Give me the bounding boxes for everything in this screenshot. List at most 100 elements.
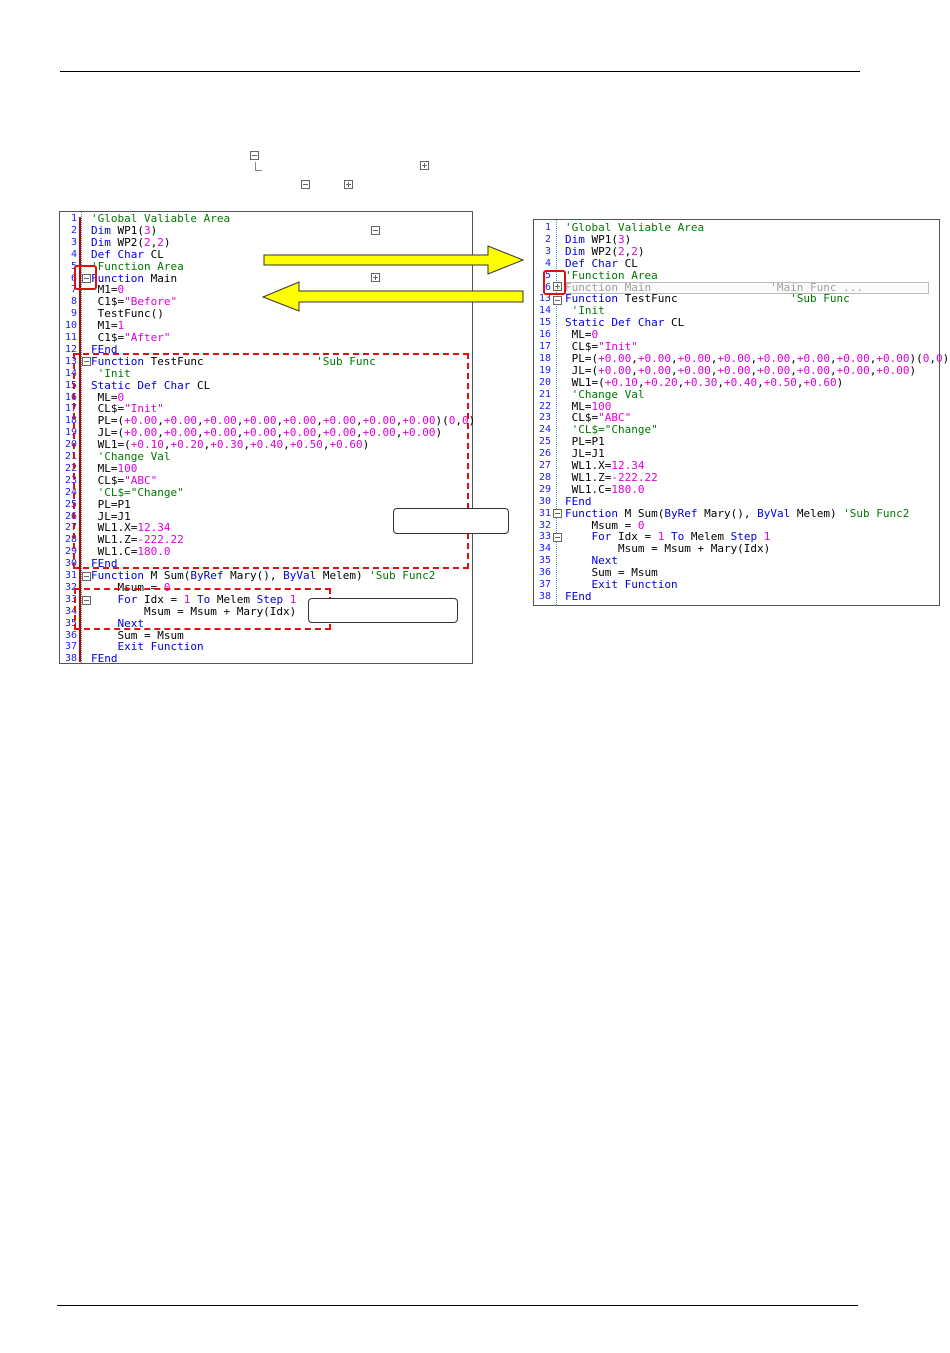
code-text: ML=0 [91, 391, 125, 404]
code-token: ) [942, 351, 950, 365]
code-token: Def Char [565, 256, 618, 270]
code-line: 17 CL$="Init" [60, 403, 472, 415]
fold-toggle-collapse-icon[interactable] [82, 596, 91, 605]
line-number: 3 [544, 245, 551, 257]
code-token: ) [909, 363, 917, 377]
code-token: 'Function Area [91, 259, 184, 273]
code-text: 'CL$="Change" [91, 486, 184, 499]
fold-toggle-collapse-icon[interactable] [82, 357, 91, 366]
code-line: 32 Msum = 0 [534, 519, 939, 532]
fold-toggle-collapse-icon[interactable] [553, 296, 562, 305]
code-token: +0.00 [796, 351, 830, 365]
code-token: +0.00 [402, 414, 436, 428]
code-token: TestFunc [617, 292, 791, 306]
fold-tail-sample-icon [255, 162, 262, 171]
code-text: Dim WP1(3) [91, 223, 157, 237]
code-token: Sum = Msum [91, 628, 184, 642]
code-token: Function [91, 569, 144, 582]
code-token: Dim [565, 244, 585, 258]
code-token: WP1( [110, 223, 144, 237]
code-token: +0.00 [243, 414, 277, 428]
fold-toggle-collapse-icon[interactable] [82, 274, 91, 283]
line-number: 28 [538, 471, 551, 483]
code-line: 16 ML=0 [60, 391, 472, 404]
code-text: FEnd [91, 343, 118, 356]
code-line: 20 WL1=(+0.10,+0.20,+0.30,+0.40,+0.50,+0… [60, 439, 472, 451]
code-text: C1$="After" [91, 332, 171, 344]
code-token: 'CL$="Change" [565, 423, 658, 437]
line-number: 16 [538, 329, 551, 341]
code-token: , [624, 244, 632, 258]
code-token: M Sum( [617, 506, 665, 520]
fold-toggle-collapse-icon[interactable] [553, 509, 562, 518]
line-number: 34 [64, 605, 77, 617]
code-token: 0 [448, 414, 456, 428]
line-number: 38 [64, 653, 77, 665]
code-token: +0.00 [203, 426, 237, 440]
code-line: 21 'Change Val [534, 388, 939, 401]
code-token: +0.40 [724, 375, 758, 389]
code-token: +0.00 [124, 426, 158, 440]
code-text: WL1=(+0.10,+0.20,+0.30,+0.40,+0.50,+0.60… [91, 438, 370, 452]
code-token: , [830, 363, 837, 377]
code-token: , [750, 363, 758, 377]
fold-toggle-collapse-icon[interactable] [82, 572, 91, 581]
code-token: WL1.C= [91, 545, 138, 559]
line-number: 21 [64, 451, 77, 462]
line-number: 14 [64, 367, 77, 379]
line-number: 26 [538, 448, 551, 460]
code-text: Msum = 0 [91, 580, 170, 594]
code-token: Msum = [91, 580, 164, 594]
code-token: FEnd [565, 494, 592, 508]
line-number: 19 [64, 427, 77, 439]
fold-toggle-collapse-icon[interactable] [553, 533, 562, 542]
line-number: 18 [538, 352, 551, 364]
code-token: , [671, 363, 678, 377]
code-token: Static Def Char [565, 316, 665, 330]
code-token: C1$= [91, 295, 125, 309]
modified-lines-bar [79, 217, 81, 662]
line-number: 7 [70, 284, 77, 296]
code-token: , [455, 414, 462, 428]
code-line: 19 JL=(+0.00,+0.00,+0.00,+0.00,+0.00,+0.… [60, 427, 472, 439]
code-line: 25 PL=P1 [534, 436, 939, 448]
code-token: Sum = Msum [565, 566, 658, 580]
code-line: 14 'Init [534, 305, 939, 317]
line-number: 37 [538, 579, 551, 590]
code-token: , [322, 438, 330, 452]
code-text: Function M Sum(ByRef Mary(), ByVal Melem… [91, 570, 435, 582]
code-token: Mary(), [697, 506, 758, 520]
code-text: PL=P1 [565, 436, 605, 448]
line-number: 10 [64, 320, 77, 332]
code-text: ML=100 [565, 400, 612, 413]
code-line: 18 PL=(+0.00,+0.00,+0.00,+0.00,+0.00,+0.… [534, 351, 949, 365]
expand-glyph-sample-icon [420, 161, 429, 170]
gutter-divider [81, 212, 82, 663]
code-token: Dim [565, 232, 585, 246]
code-token: , [150, 235, 158, 249]
line-number: 15 [64, 379, 77, 391]
code-text: WL1.Z=-222.22 [565, 471, 658, 484]
code-token: +0.00 [283, 426, 317, 440]
fold-toggle-expand-icon[interactable] [553, 282, 562, 291]
code-token: FEnd [565, 589, 592, 603]
code-token: ) [362, 438, 370, 452]
line-number: 4 [70, 248, 77, 260]
line-number: 18 [64, 415, 77, 427]
code-token: +0.00 [203, 414, 237, 428]
code-text: FEnd [565, 494, 592, 508]
code-token: 180.0 [611, 482, 645, 496]
code-token: JL=J1 [565, 447, 605, 461]
code-token: , [236, 426, 244, 440]
code-token: ) [624, 232, 632, 246]
code-line: 24 'CL$="Change" [534, 424, 939, 436]
line-number: 17 [538, 341, 551, 352]
code-token: Melem [210, 592, 257, 606]
code-token: , [631, 363, 638, 377]
